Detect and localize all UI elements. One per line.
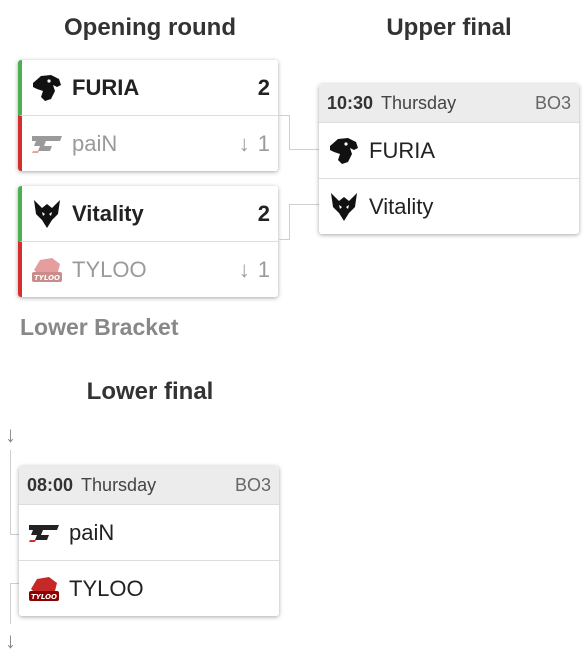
team-score: 2 [257,74,270,100]
team-row-vitality[interactable]: Vitality 2 [18,186,278,241]
team-name: FURIA [72,74,140,100]
opening-match-2[interactable]: Vitality 2 TYLOO TYLOO ↓1 [18,186,278,297]
heading-upper-final: Upper final [386,14,512,41]
lower-final-match[interactable]: 08:00 Thursday BO3 paiN TYLOO TYLOO [19,466,279,616]
bracket-connector [289,204,319,205]
team-row-tyloo[interactable]: TYLOO TYLOO ↓1 [18,241,278,297]
match-header: 10:30 Thursday BO3 [319,84,579,123]
team-row-furia[interactable]: FURIA [319,123,579,178]
match-day: Thursday [81,474,157,495]
furia-logo-icon [30,71,64,105]
svg-text:TYLOO: TYLOO [31,593,57,601]
team-row-vitality[interactable]: Vitality [319,178,579,234]
team-score: 2 [257,200,270,226]
bracket-connector [289,149,319,150]
heading-opening-round: Opening round [64,14,236,41]
match-time: 10:30 [327,92,374,113]
match-header: 08:00 Thursday BO3 [19,466,279,505]
tyloo-logo-icon: TYLOO [30,253,64,287]
team-name: Vitality [369,193,434,219]
svg-text:TYLOO: TYLOO [34,274,60,282]
match-format: BO3 [234,474,271,495]
opening-match-1[interactable]: FURIA 2 paiN ↓1 [18,60,278,171]
pain-logo-icon [27,516,61,550]
match-time: 08:00 [27,474,74,495]
match-day: Thursday [381,92,457,113]
bracket-connector [10,450,19,535]
tyloo-logo-icon: TYLOO [27,572,61,606]
team-name: TYLOO [69,575,144,601]
arrow-down-icon: ↓ [238,130,250,156]
arrow-down-icon: ↓ [5,422,16,447]
pain-logo-icon [30,127,64,161]
team-name: paiN [69,519,115,545]
team-row-pain[interactable]: paiN ↓1 [18,115,278,171]
bracket-connector [279,204,290,240]
team-row-pain[interactable]: paiN [19,505,279,560]
team-name: FURIA [369,137,435,163]
arrow-down-icon: ↓ [238,256,250,282]
team-name: paiN [72,130,118,156]
vitality-logo-icon [30,197,64,231]
team-name: Vitality [72,200,144,226]
furia-logo-icon [327,134,361,168]
upper-final-match[interactable]: 10:30 Thursday BO3 FURIA Vitality [319,84,579,234]
team-row-furia[interactable]: FURIA 2 [18,60,278,115]
team-score: ↓1 [238,256,270,282]
team-row-tyloo[interactable]: TYLOO TYLOO [19,560,279,616]
team-name: TYLOO [72,256,147,282]
arrow-down-icon: ↓ [5,628,16,653]
bracket-connector [279,115,290,150]
vitality-logo-icon [327,190,361,224]
bracket-connector [10,583,19,624]
match-format: BO3 [534,92,571,113]
heading-lower-final: Lower final [86,378,214,405]
team-score: ↓1 [238,130,270,156]
heading-lower-bracket: Lower Bracket [20,314,179,340]
